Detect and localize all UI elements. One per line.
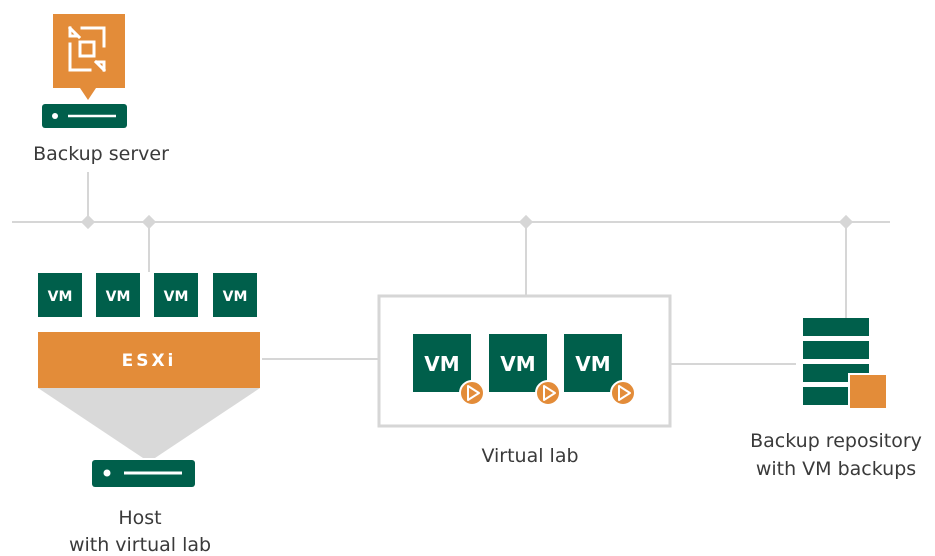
- vm-tile: VM: [154, 273, 198, 317]
- vm-label: VM: [164, 289, 189, 305]
- repository-label-line1: Backup repository: [750, 430, 922, 452]
- veeam-backup-server-icon: [53, 14, 125, 100]
- junction-dot: [838, 214, 854, 230]
- play-icon: [610, 380, 636, 406]
- lab-vm-tile: VM: [564, 334, 636, 406]
- play-icon: [459, 380, 485, 406]
- vm-label: VM: [424, 352, 459, 376]
- esxi-hypervisor-bar: ESXi: [38, 332, 260, 388]
- virtual-lab-label: Virtual lab: [481, 445, 578, 467]
- vm-label: VM: [106, 289, 131, 305]
- virtual-lab: VM VM VM Virtual lab: [377, 294, 672, 467]
- junction-dot: [80, 214, 96, 230]
- vm-tile: VM: [38, 273, 82, 317]
- junction-dot: [141, 214, 157, 230]
- repository-stack-icon: [803, 318, 888, 410]
- network-lines: [12, 172, 890, 365]
- vm-tile: VM: [96, 273, 140, 317]
- vm-label: VM: [48, 289, 73, 305]
- host-label-line1: Host: [118, 507, 161, 529]
- server-icon: [42, 104, 127, 128]
- vm-label: VM: [575, 352, 610, 376]
- repository-label-line2: with VM backups: [756, 458, 916, 480]
- host: VM VM VM VM ESXi Host with virtual lab: [38, 273, 260, 556]
- esxi-label: ESXi: [122, 351, 177, 371]
- play-icon: [535, 380, 561, 406]
- host-label-line2: with virtual lab: [69, 534, 211, 556]
- host-cone: [38, 388, 260, 458]
- lab-vm-tile: VM: [413, 334, 485, 406]
- junction-dot: [518, 214, 534, 230]
- backup-server-label: Backup server: [33, 143, 169, 165]
- server-icon: [92, 460, 195, 487]
- backup-repository: Backup repository with VM backups: [750, 318, 922, 480]
- vm-tile: VM: [213, 273, 257, 317]
- backup-server: Backup server: [33, 14, 169, 165]
- vm-label: VM: [500, 352, 535, 376]
- lab-vm-tile: VM: [489, 334, 561, 406]
- vm-label: VM: [223, 289, 248, 305]
